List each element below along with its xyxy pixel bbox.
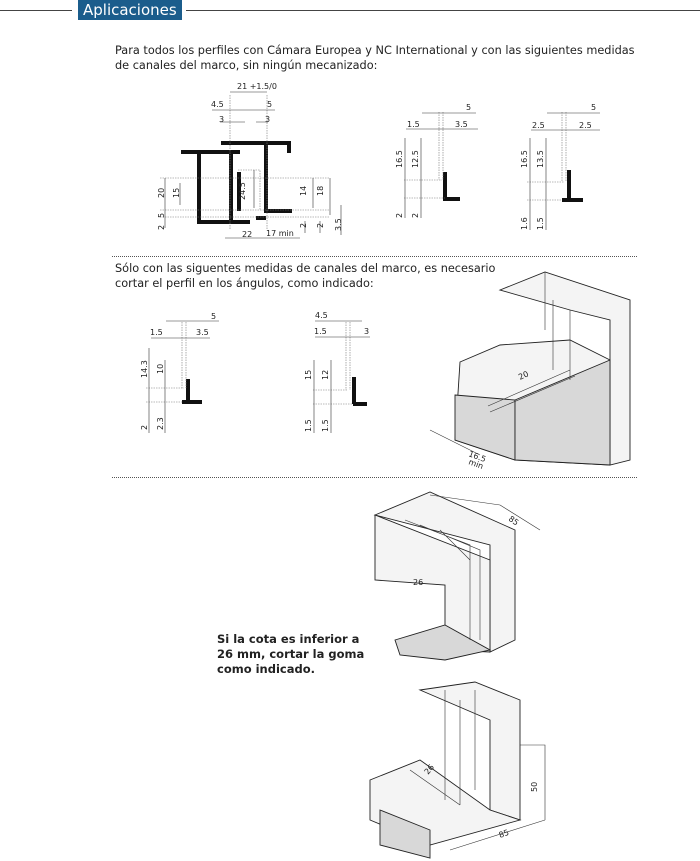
dimension-label: 2 [411, 213, 420, 218]
header-rule-left [0, 10, 72, 11]
dimension-label: 24.5 [238, 182, 247, 200]
dimension-label: 3.5 [196, 328, 209, 337]
dimension-label: 4.5 [315, 311, 328, 320]
dimension-label: 20 [157, 188, 166, 198]
dimension-label: 12 [321, 370, 330, 380]
dimension-label: 12.5 [411, 150, 420, 168]
dimension-label: 3.5 [334, 218, 343, 231]
dimension-label: 5 [211, 312, 216, 321]
dimension-label: 3 [265, 115, 270, 124]
dimension-label: 85 [498, 828, 511, 840]
dimension-label: 3 [219, 115, 224, 124]
separator [112, 256, 637, 257]
dimension-label: 2 [316, 223, 325, 228]
dimension-label: 1.5 [536, 217, 545, 230]
dimension-label: 18 [316, 186, 325, 196]
corner-3d-diagram-8: 26 50 85 [369, 681, 546, 859]
dimension-label: 1.5 [314, 327, 327, 336]
dimension-label: 10 [156, 364, 165, 374]
channel-diagram-5: 4.5 1.5 3 15 12 1.5 1.5 [304, 311, 370, 433]
dimension-label: 5 [267, 100, 272, 109]
dimension-label: 3 [364, 327, 369, 336]
dimension-label: 5 [157, 213, 166, 218]
dimension-label: 1.6 [520, 217, 529, 230]
dimension-label: 4.5 [211, 100, 224, 109]
dimension-label: 14.3 [140, 360, 149, 378]
dimension-label: 5 [591, 103, 596, 112]
dimension-label: 16.5 [520, 150, 529, 168]
dimension-label: 17 min [266, 229, 294, 238]
dimension-label: 20 [517, 369, 530, 381]
section3-note: Si la cota es inferior a 26 mm, cortar l… [217, 632, 365, 676]
header-rule-right [186, 10, 700, 11]
dimension-label: 14 [299, 186, 308, 196]
dimension-label: 2 [157, 225, 166, 230]
dimension-label: 2.5 [579, 121, 592, 130]
separator [112, 477, 637, 478]
dimension-label: 15 [172, 188, 181, 198]
dimension-label: 22 [242, 230, 252, 239]
dimension-label: 16.5 [395, 150, 404, 168]
section-title: Aplicaciones [78, 0, 182, 20]
dimension-label: 15 [304, 370, 313, 380]
profile-section-diagram-1: 21 +1.5/0 4.5 5 3 3 20 15 24.5 14 18 5 2… [157, 82, 343, 239]
section2-text: Sólo con las siguentes medidas de canale… [115, 262, 496, 290]
corner-3d-diagram-7: 85 26 [373, 491, 541, 661]
dimension-label: 1.5 [321, 419, 330, 432]
channel-diagram-3: 5 2.5 2.5 16.5 13.5 1.6 1.5 [520, 103, 600, 230]
dimension-label: 1.5 [407, 120, 420, 129]
dimension-label: 1.5 [304, 419, 313, 432]
dimension-label: 5 [466, 103, 471, 112]
channel-diagram-4: 5 1.5 3.5 14.3 10 2 2.3 [140, 312, 219, 433]
dimension-label: 26 [413, 578, 423, 587]
dimension-label: 2.5 [532, 121, 545, 130]
channel-diagram-2: 5 1.5 3.5 16.5 12.5 2 2 [395, 103, 478, 218]
dimension-label: 50 [530, 782, 539, 792]
section1-text: Para todos los perfiles con Cámara Europ… [115, 44, 635, 72]
dimension-label: 21 +1.5/0 [237, 82, 277, 91]
dimension-label: 1.5 [150, 328, 163, 337]
dimension-label: 13.5 [536, 150, 545, 168]
dimension-label: 3.5 [455, 120, 468, 129]
dimension-label: 2.3 [156, 417, 165, 430]
dimension-label: 2 [395, 213, 404, 218]
corner-3d-diagram-6: 20 16.5 min [429, 271, 631, 471]
dimension-label: 2 [299, 223, 308, 228]
dimension-label: 2 [140, 425, 149, 430]
